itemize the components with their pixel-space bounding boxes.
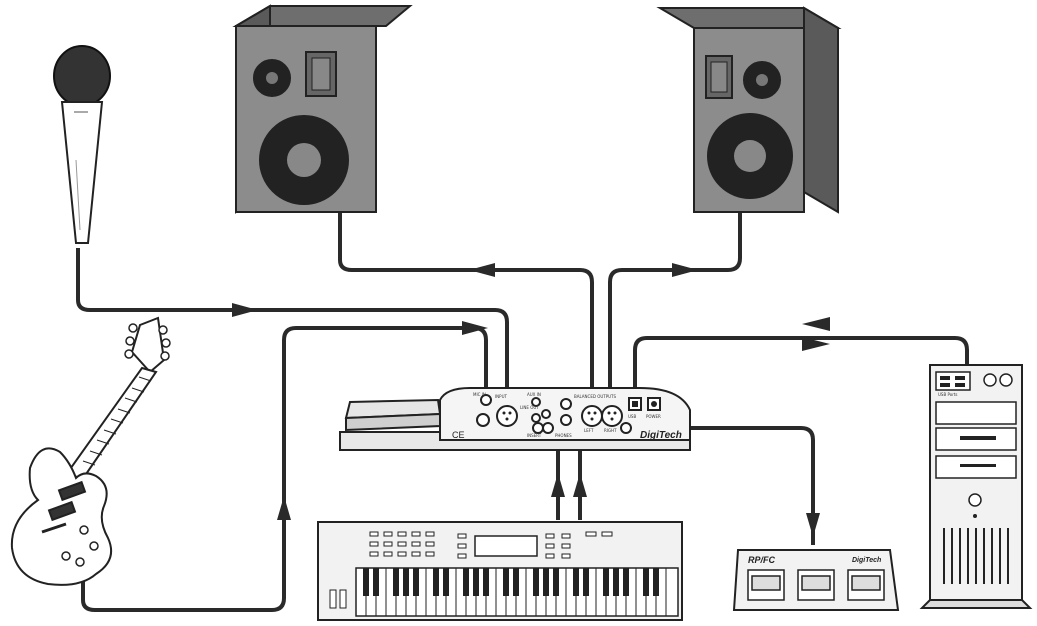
- guitar-knob: [61, 551, 71, 561]
- right-speaker: [656, 6, 842, 214]
- footswitch-jack: [620, 422, 632, 434]
- guitar-knob: [75, 557, 85, 567]
- phones-jack: [560, 398, 572, 410]
- keyboard-keys: [355, 567, 679, 617]
- svg-text:MIC IN: MIC IN: [473, 392, 486, 397]
- aux-jack: [531, 413, 541, 423]
- arrow-keyboard-2: [573, 473, 587, 497]
- guitar-knob: [89, 541, 99, 551]
- svg-text:POWER: POWER: [646, 414, 661, 419]
- guitar-pickup-bridge: [47, 500, 77, 522]
- arrow-guitar: [277, 496, 291, 520]
- signal-arrows: [232, 263, 830, 537]
- electric-guitar: [10, 316, 171, 586]
- arrow-keyboard-1: [551, 473, 565, 497]
- microphone: [53, 45, 111, 244]
- svg-text:LINE OUT: LINE OUT: [520, 405, 539, 410]
- left-speaker-cable: [338, 213, 594, 395]
- mic-cable: [76, 248, 509, 390]
- svg-text:INPUT: INPUT: [495, 394, 508, 399]
- guitar-neck: [66, 366, 158, 482]
- phones-jack: [560, 414, 572, 426]
- svg-text:USB: USB: [628, 414, 636, 419]
- arrow-usb-in: [802, 317, 830, 331]
- arrow-footswitch: [806, 513, 820, 537]
- digitech-main-unit: CE MIC IN INPUT: [339, 387, 691, 451]
- drive-bay: [935, 401, 1017, 425]
- keyboard-display: [474, 535, 538, 557]
- audio-jack: [999, 373, 1013, 387]
- svg-text:LEFT: LEFT: [584, 428, 594, 433]
- guitar-knob: [79, 525, 89, 535]
- mic-grille: [53, 45, 111, 107]
- footswitch-pedals: [747, 569, 885, 601]
- footswitch-logo: DigiTech: [852, 557, 881, 564]
- audio-jack: [983, 373, 997, 387]
- speaker-side: [803, 6, 839, 214]
- svg-text:RIGHT: RIGHT: [604, 428, 617, 433]
- arrow-mic: [232, 303, 258, 317]
- right-speaker-cable: [608, 213, 742, 395]
- rp-fc-footswitch: RP/FC DigiTech: [732, 549, 900, 611]
- line-jack: [541, 409, 551, 419]
- balanced-left-xlr: [581, 405, 603, 427]
- unit-jacks: [476, 394, 661, 434]
- arrow-left-speaker: [469, 263, 495, 277]
- arrow-right-speaker: [672, 263, 698, 277]
- computer-tower: USB Ports: [919, 364, 1033, 609]
- tower-vents: [943, 528, 1009, 584]
- insert-jack: [542, 422, 554, 434]
- arrow-usb-out: [802, 337, 830, 351]
- usb-cable: [633, 336, 969, 395]
- keyboard-synth: [317, 521, 683, 621]
- guitar-headstock: [130, 316, 166, 374]
- guitar-pickup-neck: [57, 480, 87, 502]
- balanced-right-xlr: [601, 405, 623, 427]
- keyboard-buttons: [369, 531, 613, 559]
- mic-xlr-jack: [496, 405, 518, 427]
- ce-mark: CE: [452, 430, 465, 440]
- svg-text:BALANCED OUTPUTS: BALANCED OUTPUTS: [574, 394, 617, 399]
- svg-text:PHONES: PHONES: [555, 433, 572, 438]
- digitech-logo: DigiTech: [640, 430, 682, 441]
- left-speaker: [232, 4, 413, 214]
- footswitch-model: RP/FC: [748, 555, 776, 565]
- svg-text:INSERT: INSERT: [527, 433, 542, 438]
- jack-labels: MIC IN INPUT AUX IN LINE OUT INSERT PHON…: [473, 392, 661, 438]
- input-jack: [480, 394, 492, 406]
- usb-ports-label: USB Ports: [938, 392, 958, 397]
- mic-handle: [60, 101, 104, 244]
- svg-text:AUX IN: AUX IN: [527, 392, 541, 397]
- aux-jack: [531, 397, 541, 407]
- pitch-wheels: [329, 589, 347, 609]
- usb-port-panel: [935, 371, 971, 391]
- power-button: [968, 493, 982, 507]
- power-jack: [476, 413, 490, 427]
- line-out-jack: [532, 422, 544, 434]
- tower-feet: [919, 599, 1033, 609]
- arrow-guitar-top: [462, 321, 488, 335]
